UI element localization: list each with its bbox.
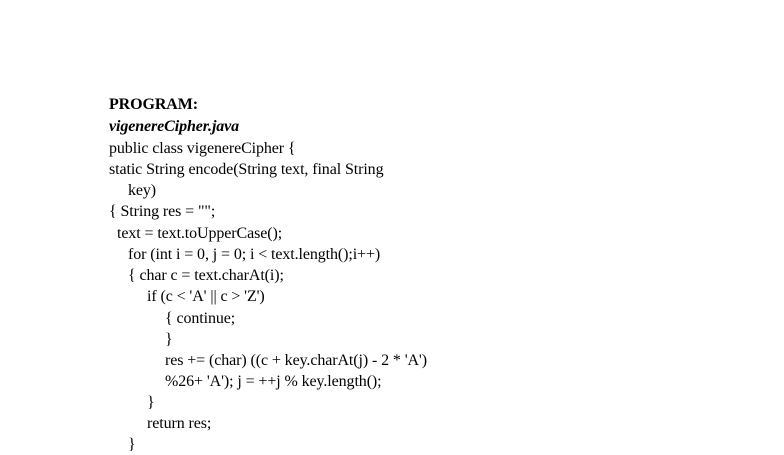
code-line: public class vigenereCipher { <box>109 140 296 157</box>
code-line: res += (char) ((c + key.charAt(j) - 2 * … <box>165 352 427 369</box>
code-line: for (int i = 0, j = 0; i < text.length()… <box>128 246 381 263</box>
code-line: { continue; <box>165 310 236 327</box>
filename-title: vigenereCipher.java <box>109 118 240 135</box>
code-line: static String encode(String text, final … <box>109 161 384 178</box>
code-line: %26+ 'A'); j = ++j % key.length(); <box>165 373 382 390</box>
code-line: } <box>147 394 155 411</box>
code-line: { String res = ""; <box>109 203 216 220</box>
document-page: PROGRAM: vigenereCipher.java public clas… <box>109 96 428 453</box>
code-line: { char c = text.charAt(i); <box>128 267 284 284</box>
code-line: if (c < 'A' || c > 'Z') <box>147 288 265 305</box>
program-heading: PROGRAM: <box>109 96 198 113</box>
code-line: text = text.toUpperCase(); <box>117 225 283 242</box>
code-line: key) <box>128 182 157 199</box>
code-line: } <box>165 331 173 348</box>
code-line: return res; <box>147 415 212 432</box>
code-line: } <box>128 436 136 453</box>
